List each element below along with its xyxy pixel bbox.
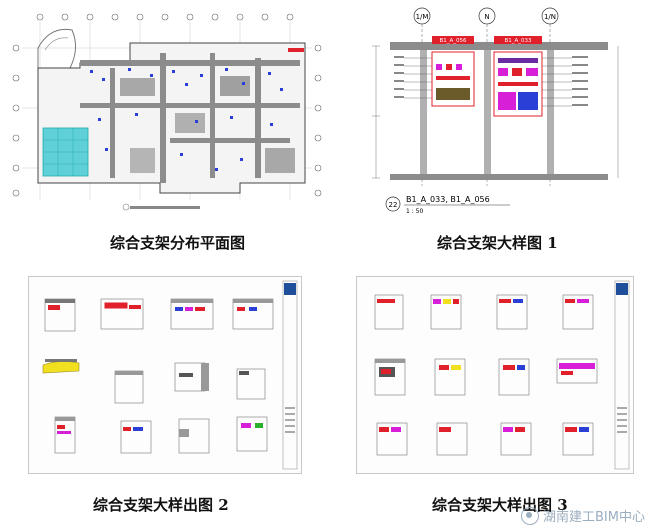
caption-detail-1: 综合支架大样图 1 <box>437 234 558 252</box>
plan-drawing-svg <box>12 13 322 211</box>
detail-sheet-2-svg <box>42 280 298 470</box>
section-no: 22 <box>389 201 398 209</box>
caption-detail-2: 综合支架大样出图 2 <box>93 496 229 514</box>
brand-logo <box>284 283 296 295</box>
section-scale: 1 : 50 <box>406 208 423 215</box>
wechat-icon <box>521 506 540 525</box>
detail-sheet-3 <box>356 276 634 474</box>
tag-a: B1_A_056 <box>439 38 467 44</box>
brand-logo-2 <box>616 283 628 295</box>
watermark-text: 湖南建工BIM中心 <box>543 510 645 525</box>
tag-b: B1_A_033 <box>504 38 532 44</box>
section-title: B1_A_033, B1_A_056 <box>406 195 490 204</box>
caption-plan: 综合支架分布平面图 <box>110 234 246 252</box>
axis-label-left: 1/M <box>416 13 429 21</box>
axis-label-right: 1/N <box>544 13 556 21</box>
detail-sheet-2 <box>28 276 302 474</box>
detail-drawing-1: 1/M N 1/N B1_A_056 B1_A_033 <box>360 6 640 220</box>
plan-drawing <box>10 8 328 220</box>
section-bubble <box>385 196 401 212</box>
watermark: 湖南建工BIM中心 <box>521 506 645 525</box>
detail-sheet-3-svg <box>374 280 630 470</box>
axis-label-mid: N <box>484 13 489 21</box>
detail-drawing-1-svg: 1/M N 1/N B1_A_056 B1_A_033 <box>372 7 619 215</box>
